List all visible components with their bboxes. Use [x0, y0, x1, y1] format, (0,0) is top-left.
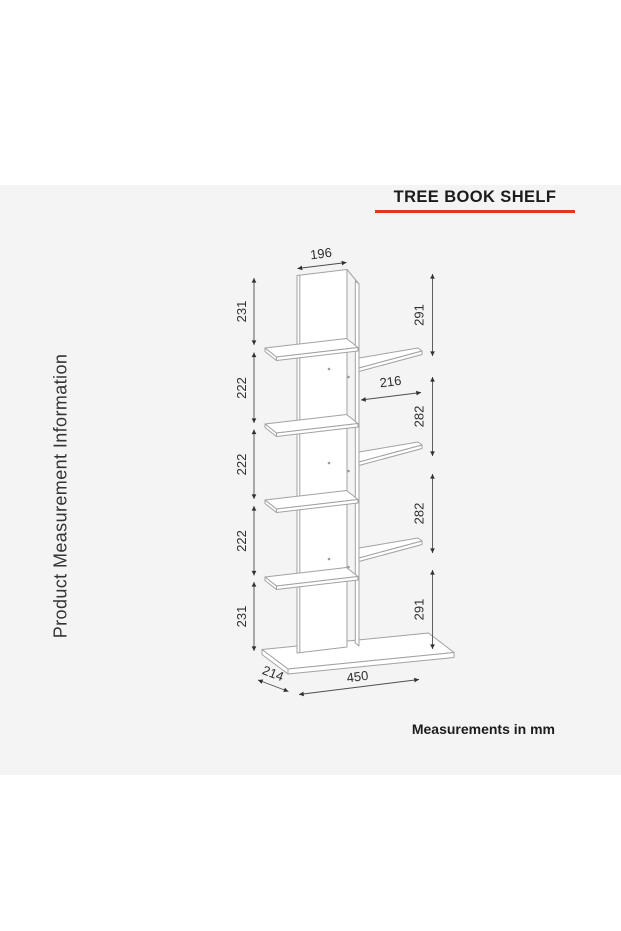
dim-label-left-5: 231 [234, 606, 249, 628]
spine-panel-front [296, 269, 348, 654]
dim-line-top-width [297, 260, 347, 271]
spine-panel-side [346, 269, 360, 647]
side-label-vertical: Product Measurement Information [50, 353, 71, 639]
left-shelf [264, 490, 359, 513]
left-shelves [264, 338, 359, 590]
dim-line-shelf-width [360, 390, 422, 402]
units-note: Measurements in mm [411, 721, 555, 737]
dim-line-base-width [298, 677, 420, 697]
dimension-labels: 196 231 222 222 222 231 291 282 282 291 … [234, 245, 427, 685]
dim-label-right-3: 282 [412, 503, 427, 525]
dim-label-shelf-width: 216 [379, 373, 402, 391]
dim-label-left-1: 231 [234, 301, 249, 323]
dim-label-right-2: 282 [412, 406, 427, 428]
product-title: TREE BOOK SHELF [393, 188, 557, 206]
left-shelf [264, 338, 359, 361]
right-shelves [358, 347, 423, 562]
left-shelf [264, 567, 359, 590]
dim-label-top-width: 196 [309, 245, 332, 262]
dim-label-base-width: 450 [346, 668, 369, 686]
product-title-block: TREE BOOK SHELF [375, 188, 575, 207]
dim-label-left-3: 222 [234, 454, 249, 476]
right-shelf [358, 441, 423, 466]
bookshelf-technical-drawing: 196 231 222 222 222 231 291 282 282 291 … [234, 245, 455, 697]
right-shelf [358, 347, 423, 372]
left-shelf [264, 414, 359, 437]
dim-label-base-depth: 214 [260, 662, 286, 684]
dim-label-right-1: 291 [412, 304, 427, 326]
right-shelf [358, 537, 423, 562]
dimension-lines [251, 260, 435, 697]
dim-label-left-2: 222 [234, 377, 249, 399]
base-slab [261, 632, 455, 675]
title-underline-accent [375, 210, 575, 213]
dim-line-base-depth [257, 679, 289, 693]
dim-label-left-4: 222 [234, 530, 249, 552]
fitting-dots [327, 367, 350, 569]
dim-label-right-4: 291 [412, 599, 427, 621]
